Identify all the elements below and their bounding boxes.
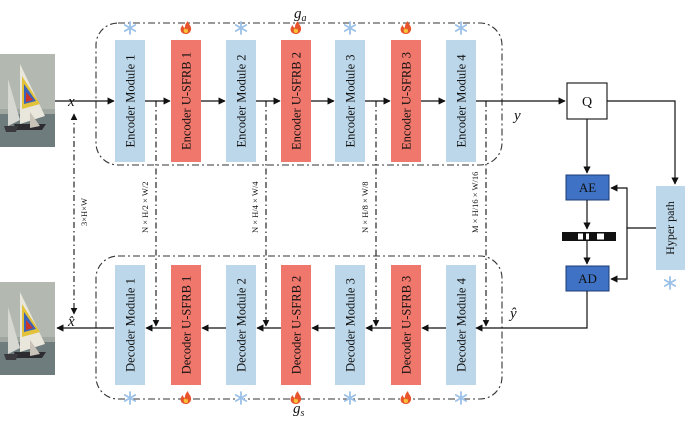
decoder-block-rect [281,265,311,385]
decoder-block-rect [115,265,145,385]
hyper-snowflake-icon [663,276,677,290]
snowflake-icon [454,21,468,35]
input-image [0,54,55,147]
skip-dimension-label: N × H/8 × W/8 [360,182,370,233]
ga-label: ga [294,6,307,24]
decoder-block-rect [446,265,476,385]
decoder-block-label: Decoder Module 4 [455,277,469,371]
snowflake-icon [234,21,248,35]
decoder-block-3: Decoder Module 2 [226,265,256,405]
decoder-block-2: Decoder U-SFRB 1 [171,265,201,404]
ad-to-decoder-arrow [475,291,588,332]
encoder-block-label: Encoder Module 3 [344,54,358,147]
decoder-block-1: Decoder Module 1 [115,265,145,405]
skip-dimension-label: N × H/2 × W/2 [140,182,150,233]
encoder-block-4: Encoder U-SFRB 2 [281,21,311,162]
gs-label: gs [293,401,305,419]
hyper-path-label: Hyper path [663,201,677,255]
encoder-block-6: Encoder U-SFRB 3 [391,21,421,162]
encoder-block-label: Encoder U-SFRB 1 [180,52,194,150]
encoder-block-rect [226,40,256,162]
decoder-block-rect [335,265,365,385]
encoder-block-label: Encoder Module 2 [235,54,249,147]
output-image [0,282,55,375]
hyper-to-ad-arrow [610,228,628,283]
encoder-block-rect [115,40,145,162]
encoder-block-1: Encoder Module 1 [115,21,145,162]
hyper-path-box [656,186,685,270]
dim-input: 3×H×W [79,198,89,226]
encoder-block-3: Encoder Module 2 [226,21,256,162]
encoder-block-rect [281,40,311,162]
encoder-frame [95,22,503,166]
x-label: x [67,94,75,110]
skip-dimension-label: M × H/16 × W/16 [470,172,480,233]
snowflake-icon [234,391,248,405]
encoder-block-5: Encoder Module 3 [335,21,365,162]
skip-dimension-label: N × H/4 × W/4 [250,181,260,233]
decoder-block-6: Decoder U-SFRB 3 [391,265,421,404]
hyper-to-ae-arrow [610,184,656,229]
x-hat-label: x̂ [67,314,75,330]
decoder-blocks: Decoder Module 1 Decoder U-SFRB 1 Decoder … [115,265,476,405]
decoder-block-rect [171,265,201,385]
decoder-block-5: Decoder Module 3 [335,265,365,405]
flame-icon [290,391,302,404]
encoder-block-2: Encoder U-SFRB 1 [171,21,201,162]
encoder-block-7: Encoder Module 4 [446,21,476,162]
ad-box [565,265,610,292]
flame-icon [180,391,192,404]
flame-icon [400,391,412,404]
snowflake-icon [343,21,357,35]
encoder-block-label: Encoder Module 1 [124,54,138,147]
encoder-block-label: Encoder U-SFRB 3 [400,52,414,150]
q-to-hyper-arrow [607,100,679,185]
decoder-block-label: Decoder Module 3 [344,278,358,372]
decoder-block-label: Decoder U-SFRB 3 [400,276,414,375]
ae-label: AE [579,180,596,195]
snowflake-icon [123,391,137,405]
encoder-block-rect [446,40,476,162]
snowflake-icon [343,391,357,405]
encoder-block-label: Encoder U-SFRB 2 [290,52,304,150]
decoder-block-label: Decoder Module 1 [124,278,138,372]
decoder-block-label: Decoder U-SFRB 2 [290,276,304,375]
decoder-block-rect [226,265,256,385]
encoder-block-label: Encoder Module 4 [455,54,469,148]
y-hat-label: ŷ [508,306,517,322]
decoder-block-label: Decoder U-SFRB 1 [180,276,194,375]
encoder-blocks: Encoder Module 1 Encoder U-SFRB 1 Encoder … [115,21,476,162]
ad-label: AD [578,271,597,286]
y-label: y [512,108,521,124]
skip-arrows: N × H/2 × W/2 N × H/4 × W/4 N × H/8 × W/8 M… [140,101,490,327]
decoder-block-7: Decoder Module 4 [446,265,476,405]
encoder-block-rect [391,40,421,162]
quantizer-label: Q [582,95,592,110]
encoder-block-rect [171,40,201,162]
decoder-block-label: Decoder Module 2 [235,278,249,372]
decoder-block-4: Decoder U-SFRB 2 [281,265,311,404]
snowflake-icon [454,391,468,405]
snowflake-icon [123,21,137,35]
ae-box [565,174,610,201]
decoder-block-rect [391,265,421,385]
bitstream-icon [562,232,616,241]
flow-arrows [145,97,446,332]
encoder-block-rect [335,40,365,162]
